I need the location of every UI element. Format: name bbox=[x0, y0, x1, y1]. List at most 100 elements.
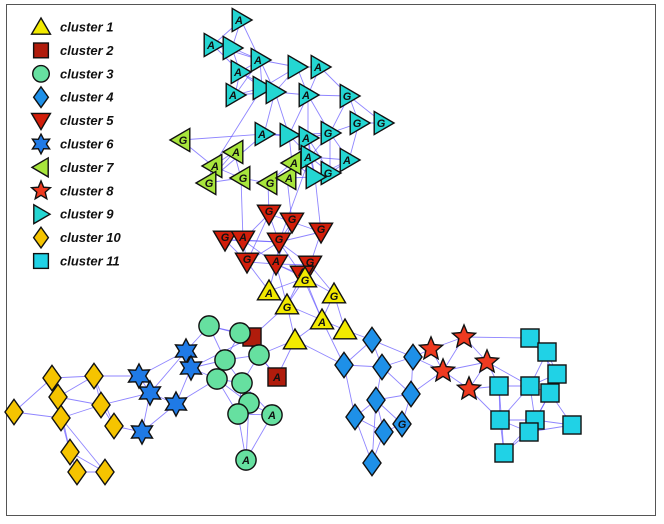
node-cluster-10 bbox=[104, 412, 124, 440]
node-shape bbox=[248, 344, 270, 366]
node-shape bbox=[520, 376, 540, 396]
node-shape bbox=[520, 328, 540, 348]
node-label: A bbox=[303, 152, 312, 164]
node-label: A bbox=[342, 155, 351, 167]
legend-label: cluster 8 bbox=[60, 183, 114, 198]
legend-label: cluster 6 bbox=[60, 137, 114, 152]
legend-item-cluster-8: cluster 8 bbox=[29, 179, 114, 201]
node-cluster-8 bbox=[455, 375, 483, 401]
node-cluster-9: A bbox=[250, 47, 273, 73]
node-label: A bbox=[228, 90, 237, 102]
node-cluster-5: A bbox=[263, 254, 289, 277]
node-shape bbox=[252, 75, 275, 101]
node-cluster-4 bbox=[334, 351, 354, 379]
node-shape bbox=[547, 364, 567, 384]
node-label: A bbox=[289, 158, 298, 170]
node-shape bbox=[235, 449, 257, 471]
node-shape bbox=[372, 353, 392, 381]
node-cluster-3: A bbox=[235, 449, 257, 471]
legend-label: cluster 2 bbox=[60, 43, 114, 58]
graph-edge bbox=[60, 417, 106, 473]
node-shape bbox=[473, 348, 501, 374]
legend-symbol bbox=[33, 203, 52, 225]
node-shape bbox=[200, 153, 223, 179]
node-cluster-7: G bbox=[228, 165, 251, 191]
node-shape bbox=[274, 165, 297, 191]
node-shape bbox=[320, 120, 343, 146]
node-shape bbox=[429, 357, 457, 383]
node-shape bbox=[104, 412, 124, 440]
node-shape bbox=[266, 232, 292, 255]
node-label: G bbox=[306, 257, 315, 269]
node-shape bbox=[231, 372, 253, 394]
node-cluster-9: G bbox=[349, 110, 372, 136]
node-cluster-4 bbox=[401, 380, 421, 408]
node-label: A bbox=[317, 317, 326, 329]
node-label: G bbox=[205, 178, 214, 190]
legend-symbol bbox=[32, 42, 50, 59]
node-shape bbox=[537, 342, 557, 362]
node-cluster-11 bbox=[520, 376, 540, 396]
node-label: G bbox=[301, 275, 310, 287]
node-shape bbox=[403, 343, 423, 371]
node-shape bbox=[373, 110, 396, 136]
node-label: A bbox=[271, 256, 280, 268]
graph-edge bbox=[180, 133, 265, 141]
node-shape bbox=[221, 139, 244, 165]
node-cluster-11 bbox=[519, 422, 539, 442]
node-cluster-11 bbox=[547, 364, 567, 384]
node-cluster-5: G bbox=[266, 232, 292, 255]
graph-edge bbox=[240, 177, 244, 241]
node-shape bbox=[84, 362, 104, 390]
node-cluster-9: A bbox=[225, 82, 248, 108]
node-shape bbox=[321, 281, 347, 304]
legend-item-cluster-9: cluster 9 bbox=[33, 203, 114, 225]
node-cluster-8 bbox=[473, 348, 501, 374]
node-cluster-4 bbox=[372, 353, 392, 381]
node-cluster-8 bbox=[450, 323, 478, 349]
graph-edge bbox=[212, 87, 263, 167]
node-shape bbox=[198, 315, 220, 337]
node-cluster-4 bbox=[362, 449, 382, 477]
node-label: A bbox=[233, 67, 242, 79]
node-label: A bbox=[234, 15, 243, 27]
node-cluster-9: A bbox=[298, 82, 321, 108]
legend-label: cluster 9 bbox=[60, 207, 114, 222]
node-label: G bbox=[266, 178, 275, 190]
node-shape bbox=[67, 458, 87, 486]
node-shape bbox=[265, 79, 288, 105]
node-cluster-3: A bbox=[261, 404, 283, 426]
node-label: A bbox=[231, 147, 240, 159]
node-label: A bbox=[301, 133, 310, 145]
legend-label: cluster 3 bbox=[60, 66, 114, 81]
legend-label: cluster 11 bbox=[60, 254, 120, 269]
node-cluster-4: G bbox=[392, 410, 412, 438]
node-cluster-4 bbox=[362, 326, 382, 354]
node-cluster-9: A bbox=[300, 144, 323, 170]
node-label: G bbox=[330, 291, 339, 303]
node-shape bbox=[540, 383, 560, 403]
node-label: A bbox=[272, 372, 281, 384]
node-shape bbox=[494, 443, 514, 463]
node-label: A bbox=[253, 55, 262, 67]
node-shape bbox=[206, 368, 228, 390]
node-shape bbox=[298, 82, 321, 108]
node-shape bbox=[127, 362, 151, 390]
node-cluster-7: G bbox=[255, 170, 278, 196]
node-shape bbox=[168, 127, 191, 153]
node-shape bbox=[234, 252, 260, 275]
node-cluster-9: A bbox=[231, 7, 254, 33]
legend-label: cluster 10 bbox=[60, 230, 121, 245]
node-cluster-3 bbox=[227, 403, 249, 425]
node-label: G bbox=[324, 168, 333, 180]
node-cluster-9: G bbox=[373, 110, 396, 136]
node-cluster-9: A bbox=[339, 147, 362, 173]
node-shape bbox=[339, 147, 362, 173]
node-cluster-3 bbox=[229, 322, 251, 344]
legend-item-cluster-7: cluster 7 bbox=[30, 156, 114, 179]
node-shape bbox=[256, 204, 282, 227]
node-shape bbox=[212, 230, 238, 253]
legend-item-cluster-4: cluster 4 bbox=[32, 85, 114, 109]
node-shape bbox=[339, 83, 362, 109]
node-cluster-7: A bbox=[200, 153, 223, 179]
